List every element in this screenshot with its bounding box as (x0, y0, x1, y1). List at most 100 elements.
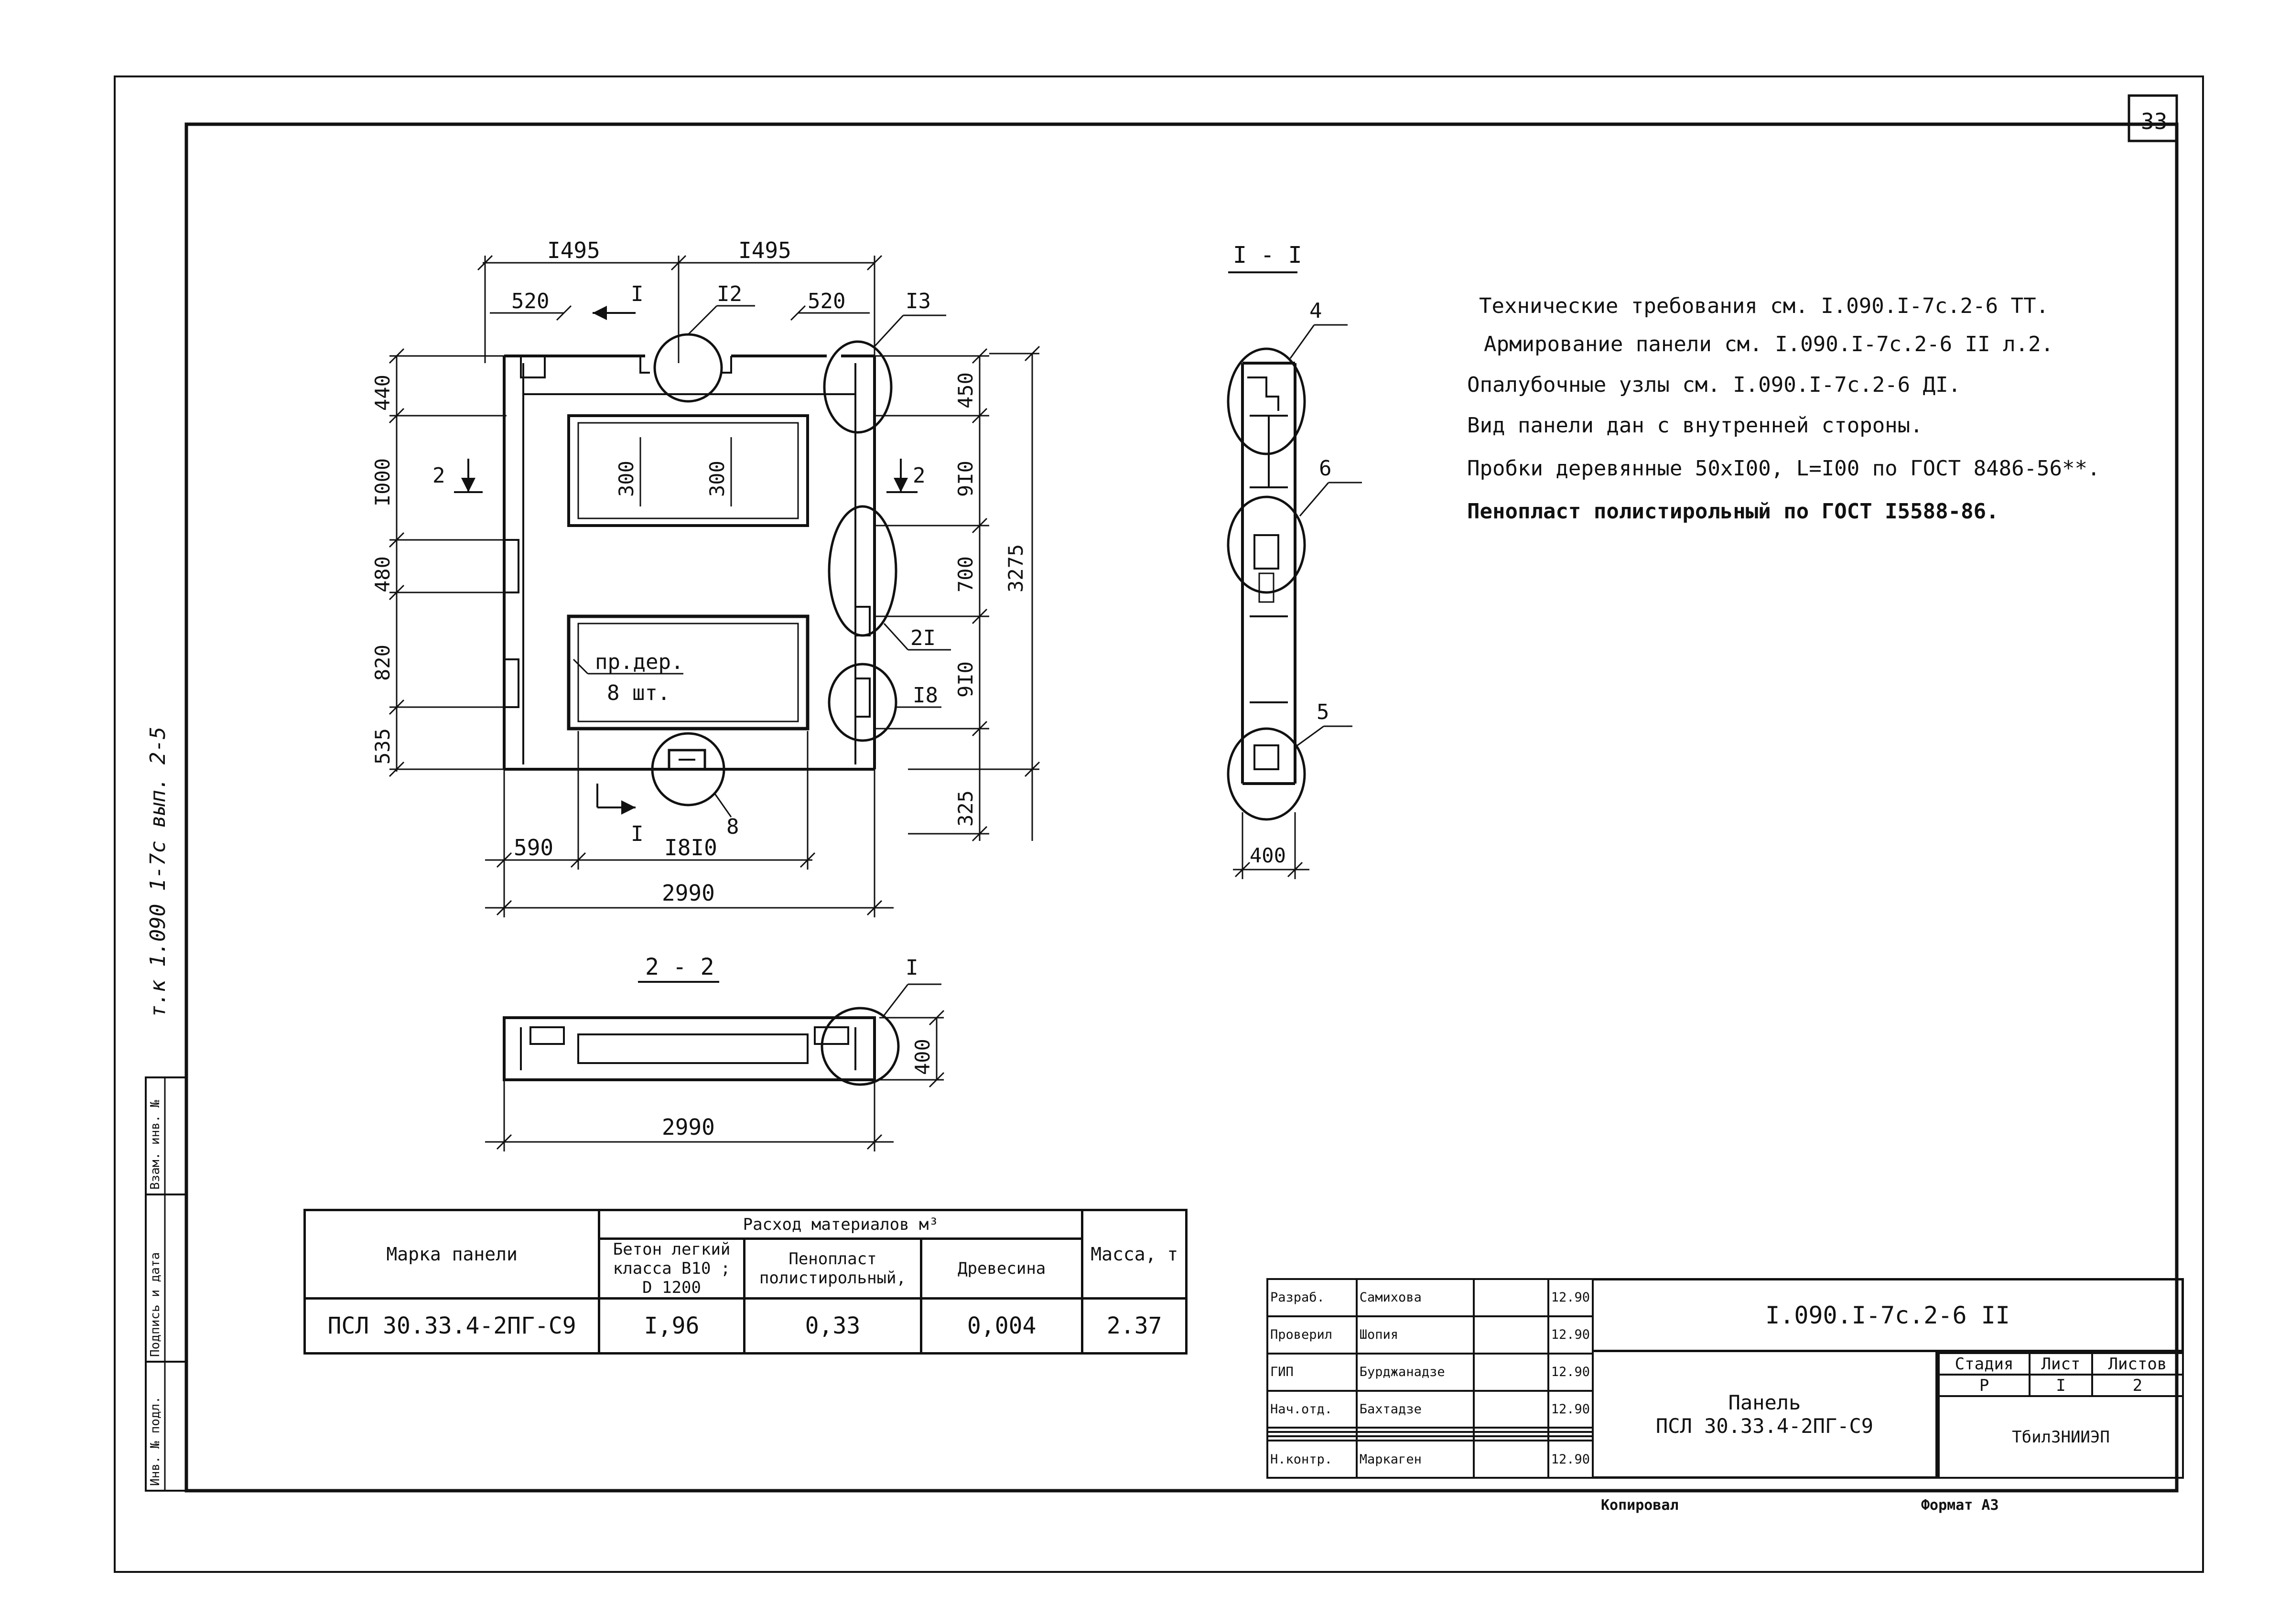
signer-date: 12.90 (1547, 1352, 1594, 1392)
section-1-1-title: I - I (1233, 242, 1302, 269)
section-1-1: I - I 4 6 5 400 (1227, 242, 1362, 879)
signer-date: 12.90 (1547, 1315, 1594, 1355)
signer-date (1547, 1435, 1594, 1442)
section-2-2: 2 - 2 I 400 2990 (485, 954, 945, 1151)
format-label: Формат А3 (1921, 1497, 1999, 1514)
window-dim-2: 300 (705, 461, 729, 497)
node-8-circle (651, 732, 725, 807)
dim-top-left-sub: 520 (511, 289, 549, 313)
col-mass: Масса, т (1081, 1209, 1188, 1300)
col-foam: Пенопласт полистирольный, (743, 1237, 922, 1300)
stage-header: Стадия (1937, 1352, 2031, 1376)
document-name: Панель ПСЛ 30.33.4-2ПГ-С9 (1594, 1352, 1938, 1479)
node-18-circle (828, 663, 897, 742)
cut-1-top: I (631, 282, 644, 306)
node-1-label: I (906, 956, 918, 980)
signer-name (1355, 1431, 1475, 1438)
dim-top-right: I495 (738, 237, 791, 263)
cut-1-bottom: I (631, 822, 644, 846)
inner-frame (184, 122, 2179, 1493)
page-number-box (2128, 94, 2178, 142)
signer-name: Бурджанадзе (1355, 1352, 1475, 1392)
sheet-header: Лист (2029, 1352, 2093, 1376)
note-3: Опалубочные узлы см. I.090.I-7с.2-6 ДI. (1467, 373, 1961, 397)
node-12-label: I2 (717, 282, 742, 306)
signer-name (1355, 1435, 1475, 1442)
side-stamp-inv: Инв. № подл. (148, 1396, 162, 1486)
col-concrete: Бетон легкий класса В10 ; D 1200 (598, 1237, 745, 1300)
dim-overall-height: 3275 (1004, 544, 1027, 592)
node-13-circle (823, 340, 893, 434)
signer-role: Н.контр. (1266, 1440, 1358, 1479)
upper-opening (567, 414, 809, 527)
section-2-2-height: 400 (911, 1039, 934, 1075)
sheets-value: 2 (2091, 1374, 2184, 1397)
dim-bottom-a: 590 (514, 835, 553, 860)
organization: ТбилЗНИИЭП (1938, 1395, 2184, 1479)
note-4: Вид панели дан с внутренней стороны. (1467, 413, 1923, 438)
node-21-circle (828, 505, 897, 637)
node-8-label: 8 (726, 815, 739, 839)
signer-role (1266, 1427, 1358, 1433)
window-dim-1: 300 (615, 461, 638, 497)
signer-date (1547, 1431, 1594, 1438)
node-21-label: 2I (910, 626, 936, 650)
node-5-label: 5 (1317, 700, 1329, 724)
dim-bottom-b: I8I0 (664, 835, 717, 860)
signer-signature (1473, 1435, 1549, 1442)
col-group: Расход материалов м³ (598, 1209, 1084, 1240)
panel-elevation: I2 I3 2I I8 8 300 300 пр.дер. 8 шт. I I … (371, 237, 1040, 917)
signer-signature (1473, 1278, 1549, 1317)
sheet-value: I (2029, 1374, 2093, 1397)
cut-2-right: 2 (913, 463, 926, 488)
dim-left-2: I000 (371, 458, 394, 506)
dim-top-right-sub: 520 (808, 289, 845, 313)
dim-left-1: 440 (371, 375, 394, 411)
signer-name: Маркаген (1355, 1440, 1475, 1479)
node-18-label: I8 (913, 683, 938, 708)
side-stamp-podp: Подпись и дата (148, 1252, 162, 1357)
signer-name: Шопия (1355, 1315, 1475, 1355)
signer-date: 12.90 (1547, 1278, 1594, 1317)
materials-table: Марка панели Расход материалов м³ Масса,… (303, 1209, 1188, 1355)
sheets-header: Листов (2091, 1352, 2184, 1376)
node-6-label: 6 (1319, 456, 1332, 481)
section-2-2-title: 2 - 2 (645, 954, 714, 980)
node-4-label: 4 (1309, 299, 1322, 323)
signer-name: Бахтадзе (1355, 1389, 1475, 1429)
signer-signature (1473, 1440, 1549, 1479)
col-wood: Древесина (919, 1237, 1084, 1300)
signer-role: Нач.отд. (1266, 1389, 1358, 1429)
stage-table: Стадия Лист Листов Р I 2 ТбилЗНИИЭП (1937, 1352, 2184, 1479)
dim-right-3: 700 (954, 556, 977, 592)
node-4-circle (1227, 347, 1306, 455)
node-1-circle (821, 1007, 900, 1086)
signer-signature (1473, 1389, 1549, 1429)
signer-signature (1473, 1352, 1549, 1392)
note-2: Армирование панели см. I.090.I-7с.2-6 II… (1484, 332, 2053, 356)
signer-date: 12.90 (1547, 1389, 1594, 1429)
row-mass: 2.37 (1081, 1297, 1188, 1355)
lower-opening (567, 614, 810, 731)
signer-role: Проверил (1266, 1315, 1358, 1355)
note-6: Пенопласт полистирольный по ГОСТ I5588-8… (1467, 499, 1999, 524)
signer-role: Разраб. (1266, 1278, 1358, 1317)
dim-left-4: 820 (371, 645, 394, 681)
dim-bottom-total: 2990 (662, 880, 715, 906)
dim-right-1: 450 (954, 372, 977, 409)
dim-left-5: 535 (371, 728, 394, 764)
dim-right-2: 9I0 (954, 461, 977, 497)
side-stamp (145, 1076, 187, 1492)
plug-note-2: 8 шт. (607, 681, 670, 705)
signer-signature (1473, 1431, 1549, 1438)
dim-right-4: 9I0 (954, 661, 977, 698)
side-stamp-vzam: Взам. инв. № (148, 1100, 162, 1190)
page-number: 33 (2141, 108, 2167, 134)
signer-name: Самихова (1355, 1278, 1475, 1317)
signer-date: 12.90 (1547, 1440, 1594, 1479)
node-6-circle (1227, 495, 1306, 594)
row-concrete: I,96 (598, 1297, 745, 1355)
cut-2-left: 2 (432, 463, 445, 488)
